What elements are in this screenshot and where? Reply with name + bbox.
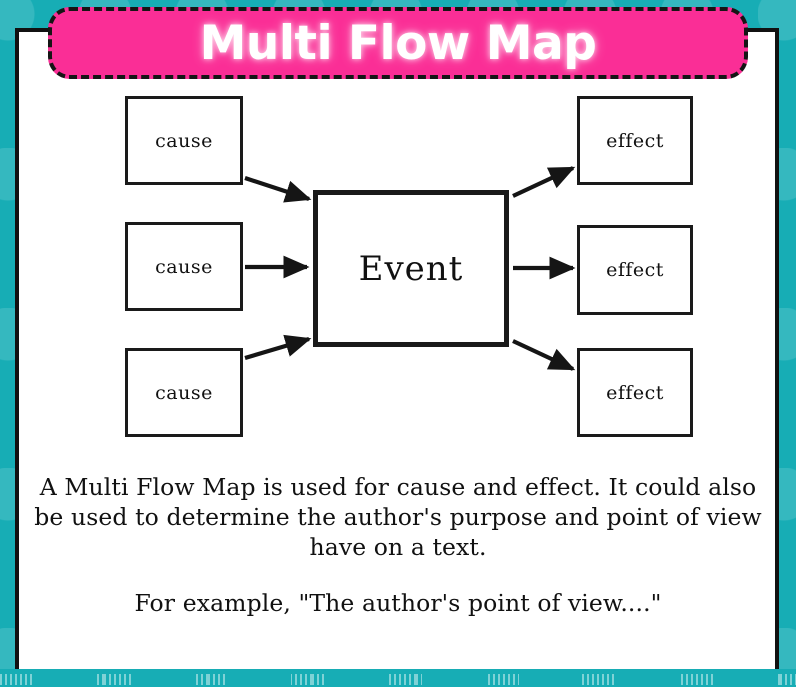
effect-box-3[interactable]: effect — [577, 348, 693, 437]
event-box-label: Event — [358, 248, 464, 289]
description-paragraph-2: For example, "The author's point of view… — [134, 589, 662, 618]
effect-box-1-label: effect — [606, 129, 664, 152]
cause-box-1[interactable]: cause — [125, 96, 243, 185]
cause-box-3[interactable]: cause — [125, 348, 243, 437]
page-title: Multi Flow Map — [199, 15, 597, 71]
event-box[interactable]: Event — [313, 190, 509, 347]
cause-box-3-label: cause — [155, 381, 213, 404]
effect-box-2[interactable]: effect — [577, 225, 693, 315]
bottom-dash-pattern — [0, 674, 796, 685]
title-banner: Multi Flow Map — [48, 7, 748, 79]
cause-box-2[interactable]: cause — [125, 222, 243, 311]
effect-box-1[interactable]: effect — [577, 96, 693, 185]
effect-box-2-label: effect — [606, 259, 664, 281]
cause-box-2-label: cause — [155, 255, 213, 278]
description-paragraph-1: A Multi Flow Map is used for cause and e… — [34, 473, 762, 562]
bottom-teal-band — [0, 669, 796, 687]
effect-box-3-label: effect — [606, 381, 664, 404]
cause-box-1-label: cause — [155, 129, 213, 152]
description-block: A Multi Flow Map is used for cause and e… — [34, 472, 762, 618]
